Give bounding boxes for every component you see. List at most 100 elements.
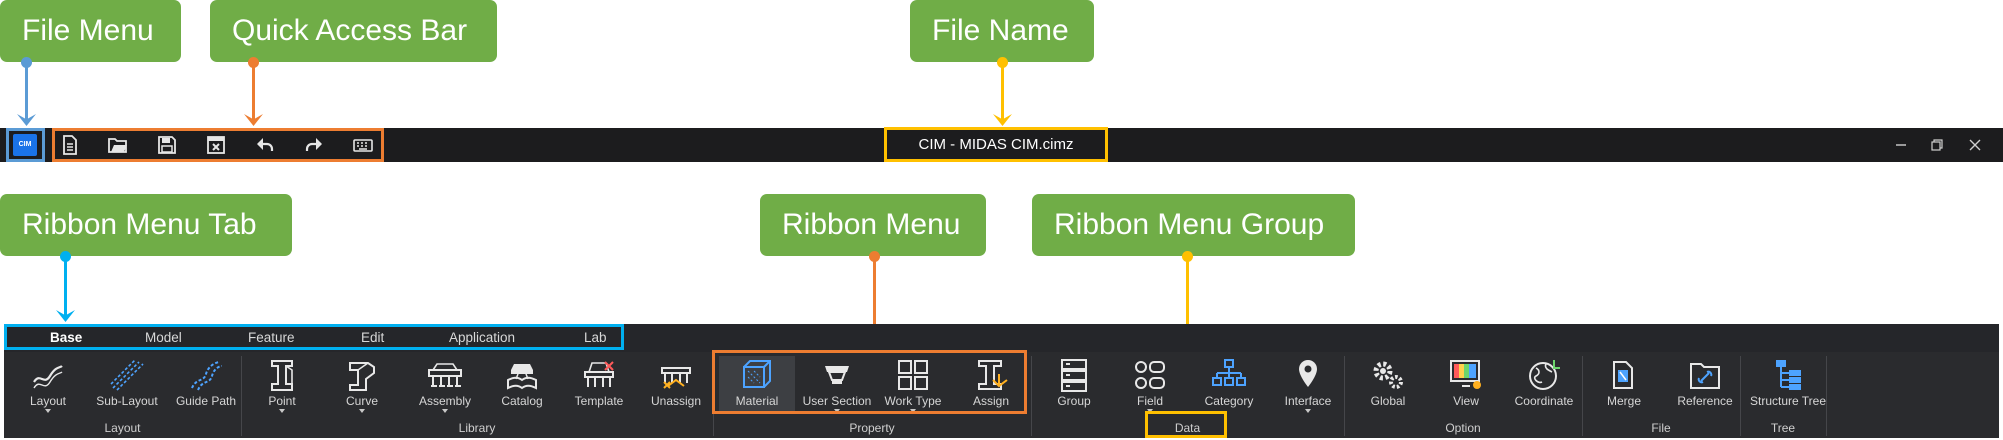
tab-base[interactable]: Base (50, 330, 83, 345)
chevron-down-icon (279, 409, 285, 413)
merge-icon (1606, 358, 1642, 392)
tab-lab[interactable]: Lab (584, 330, 607, 345)
highlight-ribbon-menu (712, 350, 1027, 414)
material-label: Material (735, 394, 779, 408)
assembly-icon (427, 358, 463, 392)
callout-ribbon-menu-tab: Ribbon Menu Tab (0, 194, 292, 256)
catalog-button[interactable]: Catalog (494, 356, 550, 414)
curve-icon (344, 358, 380, 392)
coordinate-button[interactable]: Coordinate (1514, 356, 1574, 414)
layout-icon (30, 358, 66, 392)
group-separator (1740, 356, 1741, 436)
redo-icon[interactable] (304, 135, 324, 155)
highlight-ribbon-menu-group (1145, 411, 1227, 438)
open-folder-icon[interactable] (108, 135, 128, 155)
catalog-label: Catalog (501, 394, 543, 408)
arrow-head (17, 114, 36, 126)
sub-layout-button[interactable]: Sub-Layout (92, 356, 162, 414)
structure-tree-icon (1770, 358, 1806, 392)
gears-icon (1370, 358, 1406, 392)
guide-path-icon (188, 358, 224, 392)
reference-button[interactable]: Reference (1674, 356, 1736, 414)
title-bar: CIM CIM - MIDAS CIM.cimz (0, 128, 2003, 162)
structure-tree-label: Structure Tree (1749, 394, 1827, 408)
global-label: Global (1370, 394, 1406, 408)
category-button[interactable]: Category (1198, 356, 1260, 414)
assembly-label: Assembly (418, 394, 471, 408)
template-button[interactable]: Template (570, 356, 628, 414)
user-section-button[interactable]: User Section (800, 356, 874, 414)
interface-label: Interface (1284, 394, 1332, 408)
group-label-library: Library (458, 421, 496, 435)
point-icon (264, 358, 300, 392)
group-separator (1826, 356, 1827, 436)
close-icon[interactable] (1952, 128, 1998, 162)
leader-dot (60, 251, 71, 262)
globe-icon (1526, 358, 1562, 392)
leader-dot (869, 251, 880, 262)
group-label-data: Data (1174, 421, 1201, 435)
tab-application[interactable]: Application (449, 330, 516, 345)
view-label: View (1453, 394, 1479, 408)
field-button[interactable]: Field (1122, 356, 1178, 414)
link-folder-icon (1687, 358, 1723, 392)
group-separator (1344, 356, 1345, 436)
keyboard-icon[interactable] (353, 135, 373, 155)
layout-label: Layout (29, 394, 67, 408)
undo-icon[interactable] (255, 135, 275, 155)
global-button[interactable]: Global (1360, 356, 1416, 414)
group-separator (1582, 356, 1583, 436)
callout-quick-access-bar: Quick Access Bar (210, 0, 497, 62)
group-label-option: Option (1445, 421, 1481, 435)
point-button[interactable]: Point (254, 356, 310, 414)
group-label-property: Property (849, 421, 895, 435)
group-separator (241, 356, 242, 436)
ribbon: Base Model Feature Edit Application Lab … (4, 324, 1999, 438)
curve-button[interactable]: Curve (334, 356, 390, 414)
material-icon (739, 358, 775, 392)
unassign-icon (658, 358, 694, 392)
tab-model[interactable]: Model (145, 330, 182, 345)
close-file-icon[interactable] (206, 135, 226, 155)
layout-button[interactable]: Layout (20, 356, 76, 414)
file-menu-button[interactable]: CIM (13, 134, 37, 156)
group-label: Group (1057, 394, 1091, 408)
merge-button[interactable]: Merge (1596, 356, 1652, 414)
chevron-down-icon (442, 409, 448, 413)
assembly-button[interactable]: Assembly (412, 356, 478, 414)
field-label: Field (1136, 394, 1163, 408)
group-separator (1031, 356, 1032, 436)
group-label-tree: Tree (1770, 421, 1796, 435)
assign-button[interactable]: Assign (961, 356, 1021, 414)
callout-file-name: File Name (910, 0, 1094, 62)
restore-icon[interactable] (1914, 128, 1960, 162)
work-type-label: Work Type (884, 394, 942, 408)
coordinate-label: Coordinate (1514, 394, 1574, 408)
chevron-down-icon (359, 409, 365, 413)
leader-dot (21, 57, 32, 68)
group-button[interactable]: Group (1044, 356, 1104, 414)
material-button[interactable]: Material (719, 356, 795, 414)
curve-label: Curve (345, 394, 378, 408)
highlight-quick-access-bar (52, 128, 384, 162)
interface-button[interactable]: Interface (1280, 356, 1336, 414)
tab-feature[interactable]: Feature (248, 330, 295, 345)
template-label: Template (574, 394, 624, 408)
new-file-icon[interactable] (60, 135, 80, 155)
guide-path-button[interactable]: Guide Path (174, 356, 238, 414)
save-icon[interactable] (157, 135, 177, 155)
leader-quick-access-bar (244, 57, 263, 126)
sub-layout-icon (109, 358, 145, 392)
unassign-button[interactable]: Unassign (647, 356, 705, 414)
minimize-icon[interactable] (1878, 128, 1924, 162)
arrow-head (993, 114, 1012, 126)
catalog-icon (504, 358, 540, 392)
assign-label: Assign (972, 394, 1010, 408)
structure-tree-button[interactable]: Structure Tree (1750, 356, 1826, 414)
location-pin-icon (1290, 358, 1326, 392)
view-button[interactable]: View (1438, 356, 1494, 414)
user-section-icon (819, 358, 855, 392)
category-label: Category (1204, 394, 1254, 408)
tab-edit[interactable]: Edit (361, 330, 385, 345)
chevron-down-icon (45, 409, 51, 413)
